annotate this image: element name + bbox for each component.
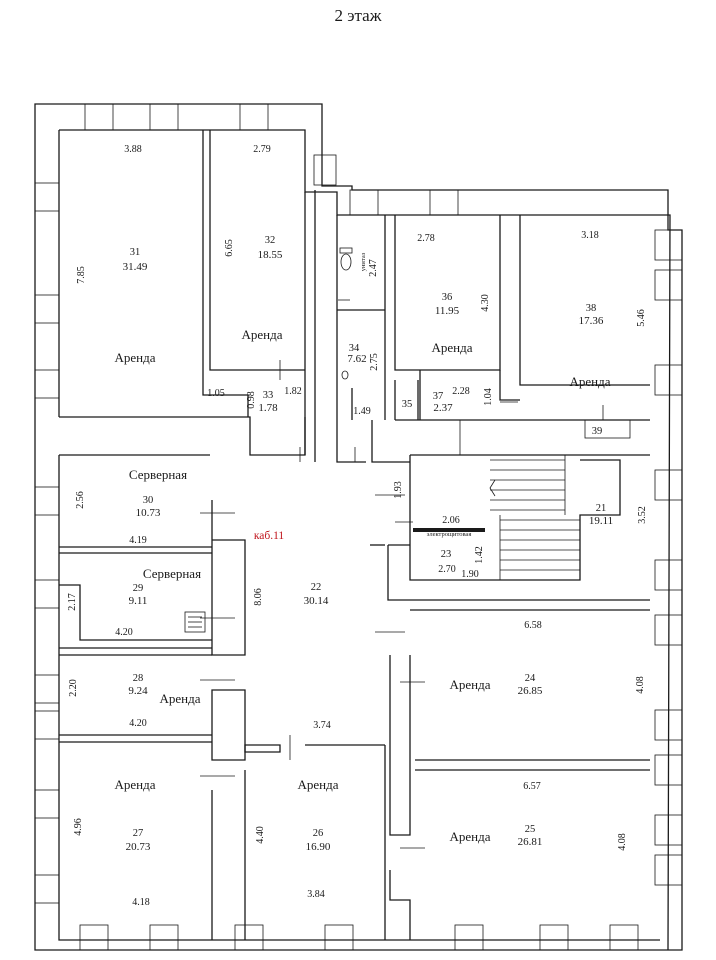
dim-label: 3.52	[637, 506, 648, 524]
room-33-area: 1.78	[258, 402, 278, 414]
dim-label: 6.65	[224, 239, 235, 257]
dim-label: 3.18	[581, 230, 599, 241]
dim-label: 4.96	[73, 818, 84, 836]
dim-label: 2.56	[75, 491, 86, 509]
room-27-area: 20.73	[126, 841, 151, 853]
dim-label: 1.93	[393, 481, 404, 499]
dim-label: 2.06	[442, 515, 460, 526]
room-32-area: 18.55	[258, 249, 283, 261]
room-38-use: Аренда	[570, 374, 611, 389]
dim-label: 2.47	[368, 259, 379, 277]
electrical-panel-note: электрощитовая	[427, 531, 472, 538]
dim-label: 1.42	[474, 546, 485, 564]
room-24-area: 26.85	[518, 685, 543, 697]
dim-label: 7.85	[76, 266, 87, 284]
room-38-area: 17.36	[579, 315, 604, 327]
room-35-number: 35	[402, 399, 413, 410]
dim-label: 4.40	[255, 826, 266, 844]
dim-label: 2.70	[438, 564, 456, 575]
dimension-labels: 3.88 7.85 2.79 6.65 1.05 0.98 1.82 2.47 …	[67, 144, 648, 908]
floor-title: 2 этаж	[335, 6, 382, 25]
room-31-number: 31	[130, 247, 141, 258]
dim-label: 1.05	[207, 388, 225, 399]
room-34-number: 34	[349, 343, 360, 354]
dim-label: 1.49	[353, 406, 371, 417]
room-27-use: Аренда	[115, 777, 156, 792]
room-29-number: 29	[133, 583, 144, 594]
room-30-number: 30	[143, 495, 154, 506]
dim-label: 2.28	[452, 386, 470, 397]
dim-label: 0.98	[246, 391, 257, 409]
room-26-use: Аренда	[298, 777, 339, 792]
room-33-number: 33	[263, 390, 274, 401]
interior-walls	[59, 130, 650, 940]
room-24-number: 24	[525, 673, 536, 684]
room-36-number: 36	[442, 292, 453, 303]
dim-label: 1.82	[284, 386, 302, 397]
room-labels: 31 31.49 Аренда 32 18.55 Аренда 33 1.78 …	[115, 235, 614, 853]
room-36-area: 11.95	[435, 305, 460, 317]
room-38-number: 38	[586, 303, 597, 314]
room-26-area: 16.90	[306, 841, 331, 853]
room-28-number: 28	[133, 673, 144, 684]
room-37-number: 37	[433, 391, 444, 402]
dim-label: 2.20	[68, 679, 79, 697]
dim-label: 3.84	[307, 889, 325, 900]
room-24-use: Аренда	[450, 677, 491, 692]
dim-label: 2.17	[67, 593, 78, 611]
room-26-number: 26	[313, 828, 324, 839]
room-29-area: 9.11	[129, 595, 148, 607]
outer-walls	[34, 103, 683, 951]
room-37-area: 2.37	[433, 402, 453, 414]
room-28-use: Аренда	[160, 691, 201, 706]
cabinet-label: каб.11	[254, 530, 285, 542]
dim-label: 3.74	[313, 720, 331, 731]
dim-label: 4.20	[129, 718, 147, 729]
dim-label: 2.75	[369, 353, 380, 371]
dim-label: 4.18	[132, 897, 150, 908]
dim-label: 6.57	[523, 781, 541, 792]
room-39-number: 39	[592, 426, 603, 437]
dim-label: 2.78	[417, 233, 435, 244]
dim-label: 8.06	[253, 588, 264, 606]
room-21-area: 19.11	[589, 515, 613, 527]
room-28-area: 9.24	[128, 685, 148, 697]
dim-label: 5.46	[636, 309, 647, 327]
room-21-number: 21	[596, 503, 607, 514]
room-29-use: Серверная	[143, 566, 201, 581]
dim-label: 4.19	[129, 535, 147, 546]
room-30-area: 10.73	[136, 507, 161, 519]
room-23-number: 23	[441, 549, 452, 560]
dim-label: 3.88	[124, 144, 142, 155]
room-25-area: 26.81	[518, 836, 543, 848]
dim-label: 4.08	[617, 833, 628, 851]
room-32-number: 32	[265, 235, 276, 246]
room-31-use: Аренда	[115, 350, 156, 365]
dim-label: 4.30	[480, 294, 491, 312]
room-27-number: 27	[133, 828, 144, 839]
room-25-use: Аренда	[450, 829, 491, 844]
room-22-number: 22	[311, 582, 322, 593]
dim-label: 6.58	[524, 620, 542, 631]
room-31-area: 31.49	[123, 261, 148, 273]
dim-label: 1.90	[461, 569, 479, 580]
dim-label: 1.04	[483, 388, 494, 406]
dim-label: 4.20	[115, 627, 133, 638]
room-36-use: Аренда	[432, 340, 473, 355]
dim-label: 4.08	[635, 676, 646, 694]
room-34-area: 7.62	[347, 353, 366, 365]
room-32-use: Аренда	[242, 327, 283, 342]
room-22-area: 30.14	[304, 595, 329, 607]
room-25-number: 25	[525, 824, 536, 835]
toilet-note: унитаз	[360, 252, 367, 271]
dim-label: 2.79	[253, 144, 271, 155]
room-30-use: Серверная	[129, 467, 187, 482]
